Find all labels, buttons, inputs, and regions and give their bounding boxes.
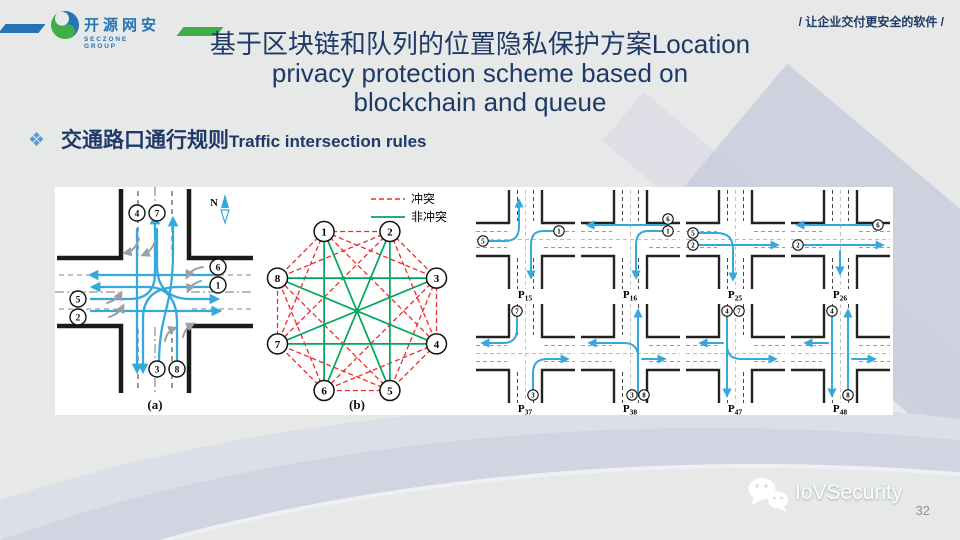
road-corner (57, 189, 124, 261)
figure-panel: 4 7 6 1 5 2 3 8 N (a) 1 2 3 4 5 6 (55, 187, 893, 415)
logo-text: 开源网安 SECZONE GROUP (84, 14, 160, 50)
svg-text:4: 4 (830, 308, 834, 315)
svg-text:2: 2 (387, 227, 393, 239)
yield-hook-arrows (106, 238, 204, 342)
svg-text:3: 3 (155, 366, 160, 376)
logo-cn-name: 开源网安 (84, 17, 161, 34)
svg-text:N: N (210, 197, 218, 209)
seczone-logo-icon (51, 11, 79, 39)
svg-text:1: 1 (321, 227, 327, 239)
svg-text:1: 1 (557, 228, 561, 235)
figure-a-caption: (a) (147, 397, 162, 412)
svg-text:5: 5 (481, 238, 485, 245)
svg-text:冲突: 冲突 (411, 191, 435, 206)
phase-panel-P16: 6 1 P16 (581, 190, 680, 301)
page-title-line-3: blockchain and queue (353, 87, 607, 117)
road-corner (57, 323, 124, 393)
svg-text:P47: P47 (728, 403, 742, 415)
page-title-line-2: privacy protection scheme based on (271, 58, 689, 88)
page-title-line-1: 基于区块链和队列的位置隐私保护方案Location (209, 29, 751, 59)
road-corner (186, 323, 253, 393)
svg-text:P37: P37 (518, 403, 532, 415)
svg-text:5: 5 (387, 386, 393, 398)
svg-text:7: 7 (155, 210, 160, 220)
svg-text:P25: P25 (728, 289, 742, 301)
svg-text:(b): (b) (349, 397, 365, 412)
movement-arrows (87, 213, 223, 375)
svg-text:2: 2 (76, 314, 81, 324)
movement-number-badges: 4 7 6 1 5 2 3 8 (69, 204, 227, 378)
phase-panel-P26: 2 6 P26 (791, 190, 890, 301)
svg-text:2: 2 (691, 242, 695, 249)
phase-panel-P37: 7 3 P37 (476, 304, 575, 415)
svg-text:1: 1 (666, 228, 670, 235)
svg-text:8: 8 (642, 392, 646, 399)
page-number: 32 (915, 503, 930, 518)
wechat-icon (748, 478, 788, 512)
svg-text:2: 2 (796, 242, 800, 249)
logo-en-name: SECZONE GROUP (84, 36, 129, 50)
svg-text:8: 8 (275, 273, 281, 285)
svg-text:7: 7 (737, 308, 741, 315)
svg-text:5: 5 (691, 230, 695, 237)
road-corner (186, 189, 253, 261)
figure-a-intersection-diagram: 4 7 6 1 5 2 3 8 N (a) (55, 187, 253, 412)
brand-text: IoVSecurity (795, 481, 903, 504)
svg-text:P48: P48 (833, 403, 847, 415)
page-title: 基于区块链和队列的位置隐私保护方案Location privacy protec… (150, 30, 810, 117)
svg-text:P16: P16 (623, 289, 637, 301)
phase-panel-P48: 4 8 P48 (791, 304, 890, 415)
svg-text:6: 6 (321, 386, 327, 398)
svg-text:1: 1 (216, 282, 221, 292)
svg-text:4: 4 (434, 339, 440, 351)
svg-text:P38: P38 (623, 403, 637, 415)
svg-text:3: 3 (531, 392, 535, 399)
svg-text:6: 6 (876, 222, 880, 229)
svg-text:P15: P15 (518, 289, 532, 301)
svg-text:4: 4 (725, 308, 729, 315)
svg-text:7: 7 (275, 339, 281, 351)
phase-panel-P25: 5 2 P25 (686, 190, 785, 301)
svg-text:6: 6 (216, 264, 221, 274)
svg-text:4: 4 (135, 210, 140, 220)
diamond-bullet-icon: ❖ (28, 130, 46, 151)
figure-b-conflict-graph: 1 2 3 4 5 6 7 8 冲突 非冲突 (b) (255, 187, 473, 415)
svg-text:3: 3 (434, 273, 440, 285)
bullet-text-en: Traffic intersection rules (229, 132, 427, 151)
svg-text:6: 6 (666, 216, 670, 223)
phase-panel-P47: 4 7 P47 (686, 304, 785, 415)
phase-panel-P15: 5 1 P15 (476, 190, 575, 301)
bullet-text-cn: 交通路口通行规则 (61, 128, 230, 152)
svg-text:8: 8 (846, 392, 850, 399)
compass-north-icon: N (210, 194, 230, 226)
svg-text:P26: P26 (833, 289, 847, 301)
logo-blue-stripe (0, 24, 46, 33)
figure-c-phase-grid: 5 1 P15 6 1 P16 5 (473, 187, 893, 415)
svg-text:8: 8 (175, 366, 180, 376)
phase-panel-P38: 3 8 P38 (581, 304, 680, 415)
svg-text:7: 7 (515, 308, 519, 315)
svg-text:3: 3 (630, 392, 634, 399)
svg-text:非冲突: 非冲突 (411, 209, 447, 224)
svg-text:5: 5 (76, 296, 81, 306)
corporate-tagline: / 让企业交付更安全的软件 / (798, 15, 944, 29)
